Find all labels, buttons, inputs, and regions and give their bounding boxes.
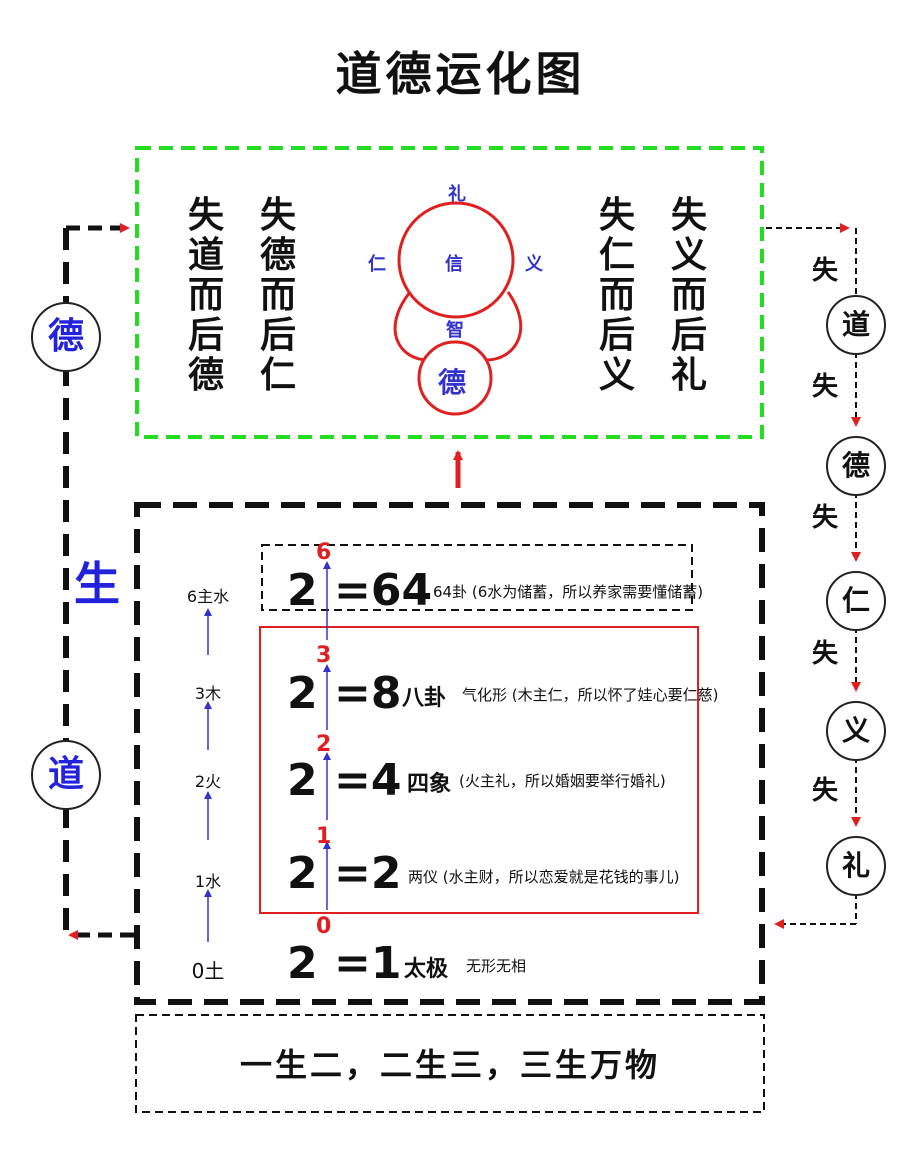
power-base-0: 2: [287, 938, 318, 989]
label-sheng: 生: [74, 557, 120, 611]
element-3-wood: 3木: [194, 684, 222, 703]
element-1-water: 1水: [194, 872, 222, 891]
power-name-sixiang: 四象: [407, 772, 452, 797]
label-yi: 义: [525, 254, 543, 275]
power-eq-4: =4: [334, 755, 402, 806]
right-circle-de: 德: [826, 436, 886, 496]
power-name-bagua: 八卦: [402, 686, 447, 711]
right-circle-yi: 义: [826, 701, 886, 761]
right-circle-ren: 仁: [826, 571, 886, 631]
text-shi-yi-er-hou-li: 失义而后礼: [670, 195, 707, 396]
power-base-6: 2: [287, 565, 318, 616]
power-exp-3: 3: [316, 643, 332, 668]
element-2-fire: 2火: [194, 772, 222, 791]
power-base-1: 2: [287, 848, 318, 899]
label-xin: 信: [445, 254, 463, 275]
power-eq-1: =1: [334, 938, 402, 989]
power-base-3: 2: [287, 668, 318, 719]
xin-circle: [397, 201, 515, 319]
right-shi-1: 失: [812, 256, 839, 286]
element-0-earth: 0土: [191, 959, 225, 983]
power-base-2: 2: [287, 755, 318, 806]
main-black-box: [134, 502, 765, 1005]
page-title: 道德运化图: [335, 47, 586, 101]
power-eq-8: =8: [334, 668, 402, 719]
text-shi-ren-er-hou-yi: 失仁而后义: [598, 195, 635, 396]
label-li: 礼: [448, 184, 466, 205]
right-shi-3: 失: [812, 503, 839, 533]
summary-text: 一生二，二生三，三生万物: [239, 1046, 660, 1084]
left-circle-de: 德: [31, 302, 101, 372]
heart-outline: [393, 291, 523, 362]
power-eq-2: =2: [334, 848, 402, 899]
power-desc-4: (火主礼，所以婚姻要举行婚礼): [459, 772, 666, 790]
top-green-box: [135, 146, 764, 439]
power-exp-0: 0: [316, 914, 332, 939]
power-eq-64: =64: [334, 565, 433, 616]
power-desc-64: 64卦 (6水为储蓄，所以养家需要懂储蓄): [433, 583, 704, 601]
power-exp-6: 6: [316, 540, 332, 565]
power-desc-1: 无形无相: [466, 957, 527, 975]
power-name-taiji: 太极: [404, 957, 449, 982]
summary-box: [135, 1014, 765, 1113]
right-shi-5: 失: [812, 776, 839, 806]
hexagram-box: [261, 544, 693, 611]
power-exp-2: 2: [316, 732, 332, 757]
label-de-center: 德: [437, 366, 466, 399]
text-shi-de-er-hou-ren: 失德而后仁: [259, 195, 296, 396]
right-circle-li: 礼: [826, 836, 886, 896]
power-desc-8: 气化形 (木主仁，所以怀了娃心要仁慈): [462, 686, 719, 704]
right-shi-4: 失: [812, 639, 839, 669]
red-box: [259, 626, 699, 914]
power-desc-2: 两仪 (水主财，所以恋爱就是花钱的事儿): [408, 868, 680, 886]
text-shi-dao-er-hou-de: 失道而后德: [187, 195, 224, 396]
right-shi-2: 失: [812, 372, 839, 402]
de-circle: [417, 340, 493, 416]
left-circle-dao: 道: [31, 740, 101, 810]
label-zhi: 智: [446, 320, 464, 341]
label-ren: 仁: [368, 254, 386, 275]
right-circle-dao: 道: [826, 295, 886, 355]
power-exp-1: 1: [316, 824, 332, 849]
element-6-water: 6主水: [186, 587, 230, 606]
